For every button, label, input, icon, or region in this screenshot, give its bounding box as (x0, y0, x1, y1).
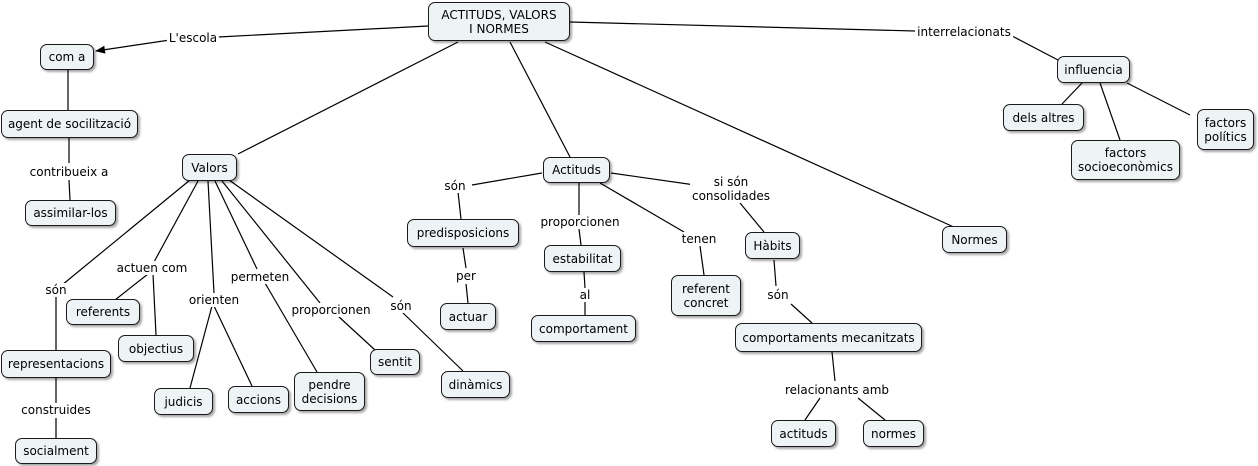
concept-valors[interactable]: Valors (182, 154, 237, 181)
link-son-valors: són (43, 283, 69, 297)
link-son-habits: són (765, 288, 791, 302)
concept-com-a[interactable]: com a (40, 44, 94, 70)
concept-normes[interactable]: Normes (942, 226, 1007, 253)
link-proporcionen-valors: proporcionen (289, 303, 373, 317)
link-interrelacionats: interrelacionats (915, 25, 1013, 39)
concept-judicis[interactable]: judicis (154, 388, 213, 415)
concept-dels-altres[interactable]: dels altres (1003, 104, 1084, 131)
link-al: al (577, 288, 593, 302)
link-tenen: tenen (679, 232, 719, 246)
link-si-son-consolidades: si són consolidades (689, 175, 773, 203)
concept-factors-socioeconomics[interactable]: factors socioeconòmics (1071, 140, 1180, 180)
link-per: per (454, 269, 478, 283)
concept-representacions[interactable]: representacions (1, 350, 111, 378)
concept-actituds[interactable]: Actituds (543, 157, 610, 183)
concept-actuar[interactable]: actuar (440, 303, 496, 330)
link-actuen-com: actuen com (114, 261, 190, 275)
concept-comportament[interactable]: comportament (531, 315, 636, 342)
concept-normes-2[interactable]: normes (863, 420, 924, 447)
link-construides: construides (19, 403, 93, 417)
link-permeten: permeten (228, 270, 292, 284)
concept-estabilitat[interactable]: estabilitat (544, 245, 621, 272)
concept-objectius[interactable]: objectius (118, 335, 194, 362)
concept-actituds-2[interactable]: actituds (771, 420, 836, 447)
link-contribueix-a: contribueix a (27, 165, 111, 179)
concept-agent-de-socialitzacio[interactable]: agent de socilització (1, 110, 138, 138)
concept-factors-politics[interactable]: factors polítics (1197, 109, 1254, 150)
concept-predisposicions[interactable]: predisposicions (407, 219, 519, 247)
link-son-dinamics: són (388, 299, 414, 313)
link-relacionants-amb: relacionants amb (782, 383, 892, 397)
concept-habits[interactable]: Hàbits (745, 232, 800, 259)
concept-pendre-decisions[interactable]: pendre decisions (294, 372, 365, 411)
link-orienten: orienten (186, 293, 242, 307)
concept-sentit[interactable]: sentit (370, 349, 420, 375)
concept-assimilar-los[interactable]: assimilar-los (25, 200, 116, 226)
concept-influencia[interactable]: influencia (1057, 56, 1130, 83)
concept-accions[interactable]: accions (228, 386, 289, 413)
link-son-actituds: són (442, 179, 468, 193)
concept-dinamics[interactable]: dinàmics (441, 371, 510, 398)
link-escola: L'escola (166, 31, 220, 45)
concept-socialment[interactable]: socialment (15, 438, 97, 464)
concept-referent-concret[interactable]: referent concret (671, 275, 741, 316)
concept-comportaments-mecanitzats[interactable]: comportaments mecanitzats (735, 323, 922, 352)
link-proporcionen-actituds: proporcionen (538, 215, 622, 229)
concept-referents[interactable]: referents (66, 299, 140, 325)
concept-actituds-valors-normes[interactable]: ACTITUDS, VALORS I NORMES (428, 2, 570, 41)
